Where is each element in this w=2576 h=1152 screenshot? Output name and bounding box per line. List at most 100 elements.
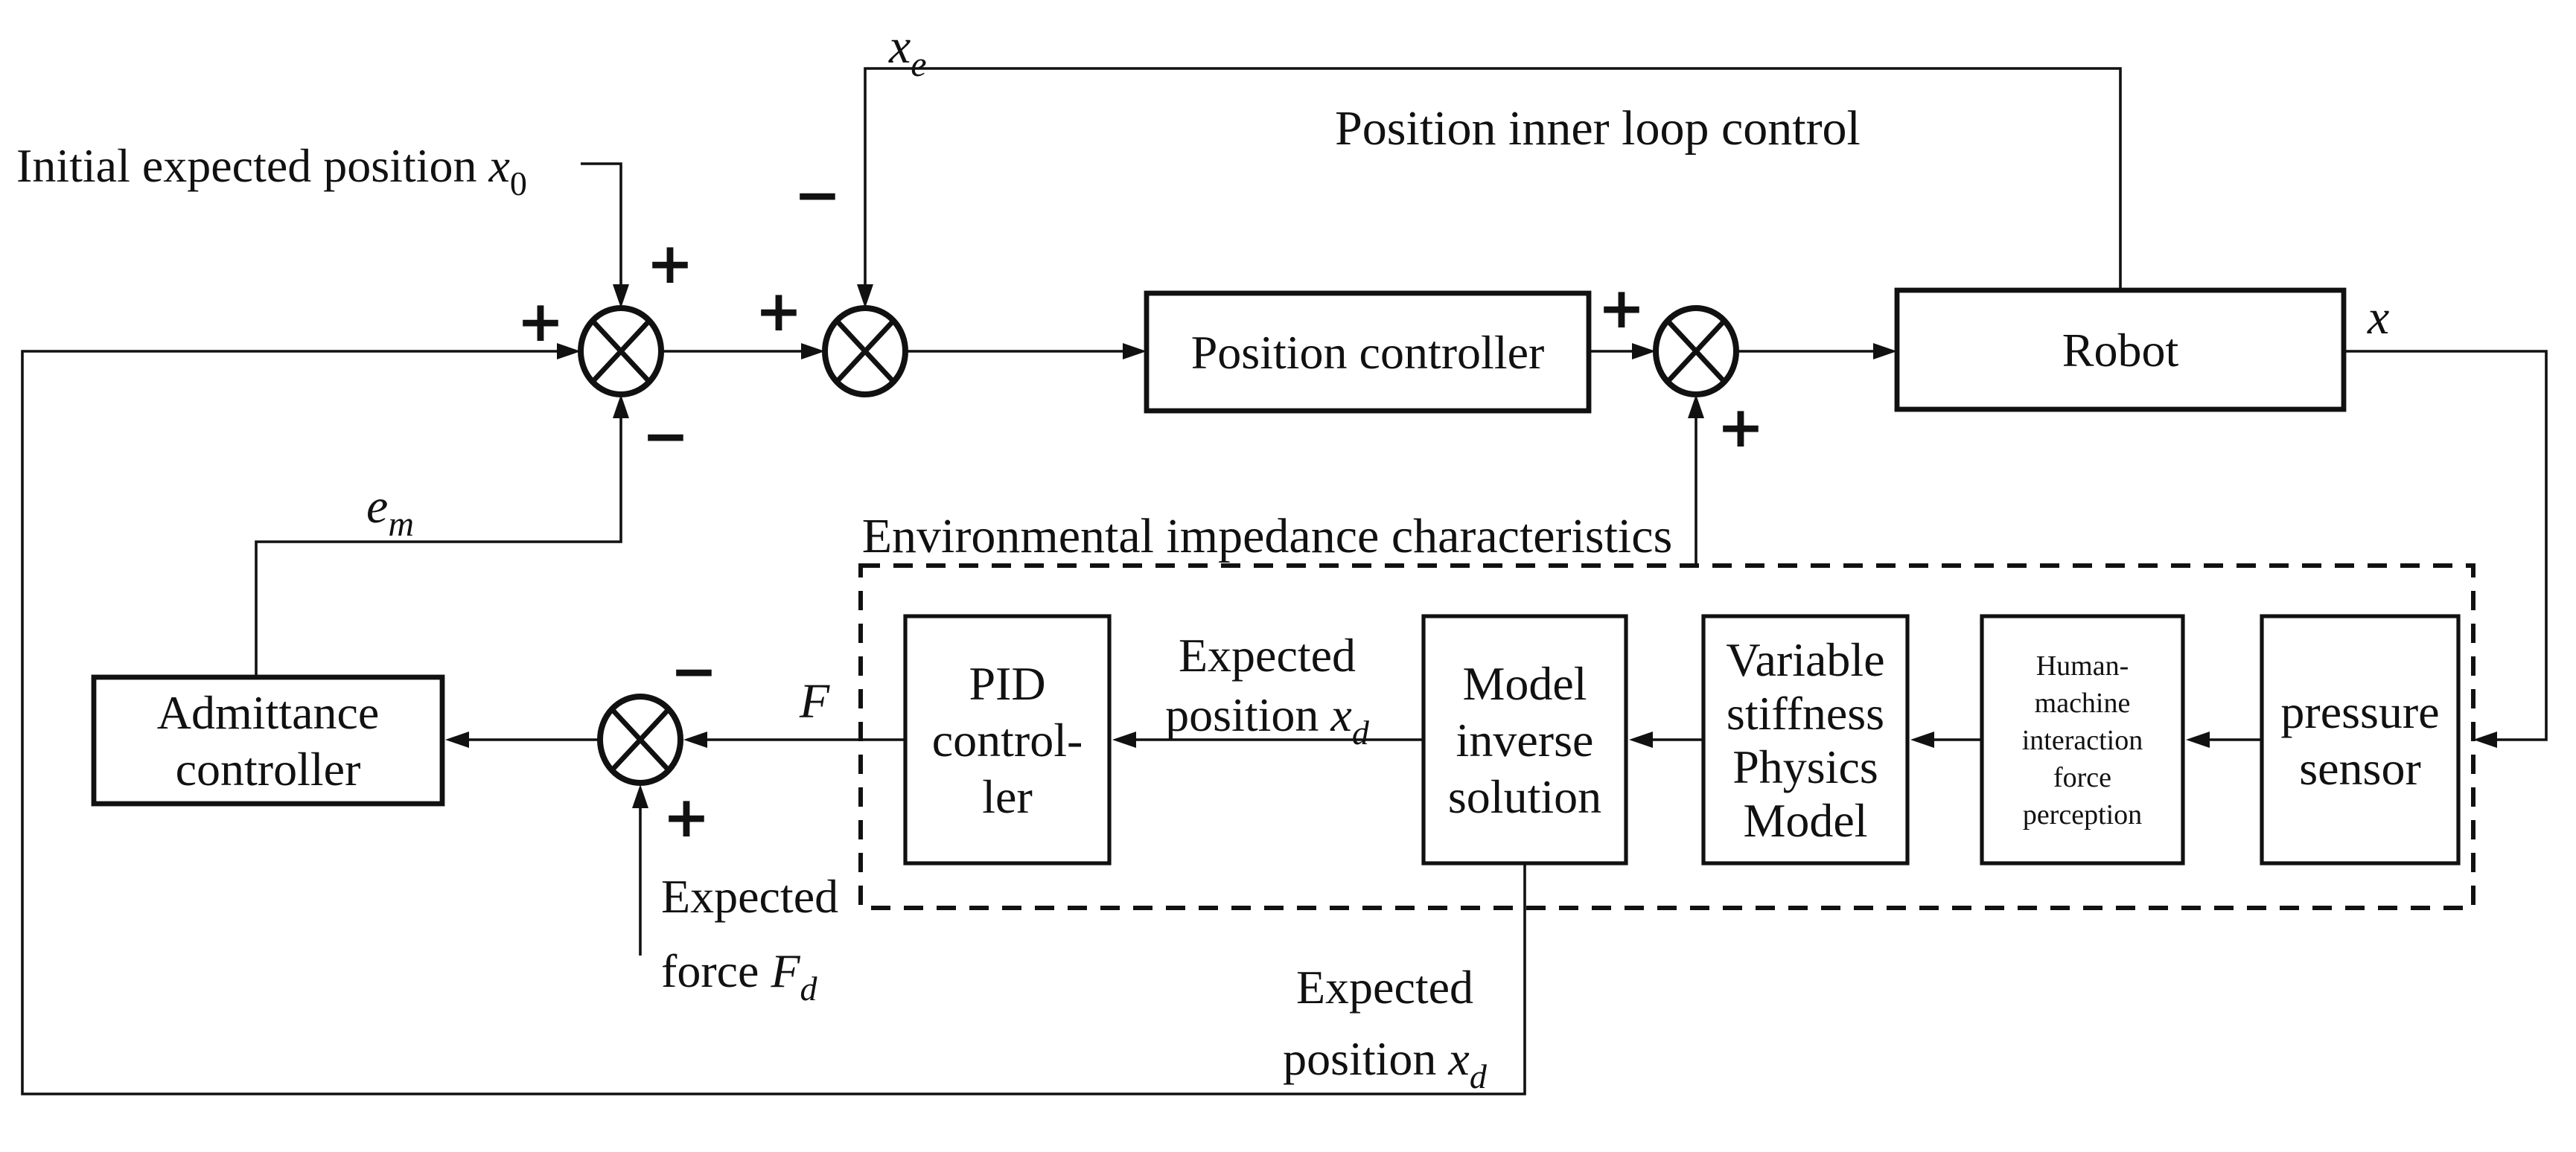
label-f-signal-label-part-0: F: [799, 674, 830, 729]
label-xd-bottom-label-line2: position xd: [1283, 1032, 1488, 1095]
junction-sum-force: [597, 694, 683, 786]
label-em-signal-label: em: [366, 479, 414, 544]
edge-sum4-to-admittance-arrowhead: [445, 732, 469, 748]
label-xd-arrow-label-line1: Expected: [1179, 629, 1356, 682]
block-position-controller-label-line-0: Position controller: [1191, 326, 1545, 379]
label-env-impedance-label-part-0: Environmental impedance characteristics: [862, 509, 1673, 563]
edge-x-feedback: [2344, 350, 2548, 741]
label-f-signal-label: F: [799, 674, 830, 729]
label-env-impedance-label: Environmental impedance characteristics: [862, 509, 1673, 563]
block-admittance-controller-label-line-1: controller: [176, 743, 361, 796]
label-initial-position-label: Initial expected position x0: [16, 139, 527, 202]
label-xd-bottom-label-line1-part-0: Expected: [1296, 961, 1473, 1014]
junction-sum-drive-cross-b: [1665, 319, 1727, 384]
plus-sign-0: +: [517, 288, 564, 354]
block-pid-controller-label-line-1: control-: [932, 714, 1083, 767]
junction-sum-initial: [578, 305, 664, 397]
minus-sign-4: −: [794, 161, 841, 228]
plus-sign-1: +: [646, 230, 694, 296]
block-human-machine-perception-label-line-0: Human-: [2036, 650, 2129, 682]
edge-x0-input: [581, 162, 622, 295]
edge-variable-to-model-arrowhead: [1629, 732, 1653, 748]
edge-env-to-sum3-arrowhead: [1688, 394, 1704, 418]
label-xd-bottom-label-line2-part-1: x: [1447, 1032, 1469, 1085]
edge-xe-feedback-arrowhead: [857, 284, 873, 308]
edge-model-to-pid-arrowhead: [1112, 732, 1136, 748]
dashed-region-env-impedance-region: [858, 563, 2475, 910]
label-xd-bottom-label-line1: Expected: [1296, 961, 1473, 1014]
plus-sign-8: +: [663, 784, 710, 850]
block-variable-stiffness-model-label-line-0: Variable: [1726, 633, 1884, 686]
block-model-inverse-solution-label-line-1: inverse: [1456, 714, 1594, 767]
junction-sum-inner: [822, 305, 908, 397]
block-variable-stiffness-model-label-line-2: Physics: [1732, 740, 1878, 793]
label-xe-label-part-0: x: [888, 19, 911, 74]
edge-em-feedback: [255, 408, 622, 677]
label-xd-arrow-label-line2-part-1: x: [1330, 688, 1351, 741]
edge-x0-input-arrowhead: [613, 284, 629, 308]
edge-f-signal-arrowhead: [683, 732, 707, 748]
edge-pc-to-sum3-arrowhead: [1632, 343, 1656, 359]
edge-human-to-variable-arrowhead: [1910, 732, 1934, 748]
junction-sum-inner-cross-b: [835, 319, 896, 384]
block-human-machine-perception-label-line-4: perception: [2023, 799, 2142, 831]
block-pid-controller-label-line-2: ler: [982, 770, 1033, 823]
edge-sum2-to-pc-arrowhead: [1123, 343, 1147, 359]
minus-sign-2: −: [642, 403, 689, 469]
edge-sum1-to-sum2-arrowhead: [801, 343, 825, 359]
label-xe-label-part-1: e: [911, 45, 926, 84]
label-position-inner-loop-label-part-0: Position inner loop control: [1335, 101, 1861, 156]
label-em-signal-label-part-1: m: [388, 505, 414, 544]
block-robot-label-line-0: Robot: [2062, 324, 2179, 377]
block-model-inverse-solution-label-line-0: Model: [1462, 657, 1587, 710]
edge-xe-feedback: [864, 67, 2122, 295]
label-fd-label-line2-part-1: F: [770, 944, 800, 997]
edge-pressure-to-human-arrowhead: [2186, 732, 2210, 748]
edge-sum3-to-robot-arrowhead: [1873, 343, 1897, 359]
block-pressure-sensor-label-line-0: pressure: [2280, 685, 2439, 738]
label-xd-bottom-label-line2-part-0: position: [1283, 1032, 1448, 1085]
label-initial-position-label-part-0: Initial expected position: [16, 139, 489, 192]
label-fd-label-line2: force Fd: [661, 944, 818, 1008]
block-human-machine-perception-label-line-1: machine: [2035, 688, 2131, 719]
edge-fd-input-arrowhead: [632, 784, 648, 808]
label-robot-output-label: x: [2367, 290, 2389, 345]
block-robot: Robot: [1894, 287, 2347, 412]
edge-x-feedback-arrowhead: [2473, 732, 2497, 748]
block-admittance-controller-frame: [91, 674, 445, 807]
label-xd-arrow-label-line2: position xd: [1165, 688, 1370, 752]
plus-sign-6: +: [1717, 394, 1764, 460]
label-xd-bottom-label-line2-part-2: d: [1470, 1057, 1488, 1095]
block-pressure-sensor-label-line-1: sensor: [2299, 742, 2421, 795]
label-robot-output-label-part-0: x: [2367, 290, 2389, 345]
junction-sum-initial-cross-b: [590, 319, 651, 384]
block-pid-controller-label-line-0: PID: [969, 657, 1045, 710]
label-initial-position-label-part-2: 0: [510, 164, 527, 202]
block-human-machine-perception-label-line-3: force: [2053, 762, 2111, 793]
block-variable-stiffness-model-label-line-3: Model: [1743, 794, 1867, 847]
edge-outer-feedback-arrowhead: [557, 343, 581, 359]
block-human-machine-perception-frame: [1980, 614, 2185, 865]
plus-sign-5: +: [1598, 275, 1645, 341]
junction-sum-drive: [1653, 305, 1739, 397]
label-em-signal-label-part-0: e: [366, 479, 388, 534]
label-position-inner-loop-label: Position inner loop control: [1335, 101, 1861, 156]
block-robot-frame: [1894, 287, 2347, 412]
block-pressure-sensor-frame: [2260, 614, 2461, 865]
minus-sign-7: −: [670, 638, 718, 704]
label-xd-arrow-label-line1-part-0: Expected: [1179, 629, 1356, 682]
label-fd-label-line1-part-0: Expected: [661, 870, 838, 923]
block-admittance-controller-label-line-0: Admittance: [157, 686, 380, 739]
block-variable-stiffness-model-label-line-1: stiffness: [1727, 687, 1884, 740]
block-position-controller-frame: [1144, 290, 1592, 414]
